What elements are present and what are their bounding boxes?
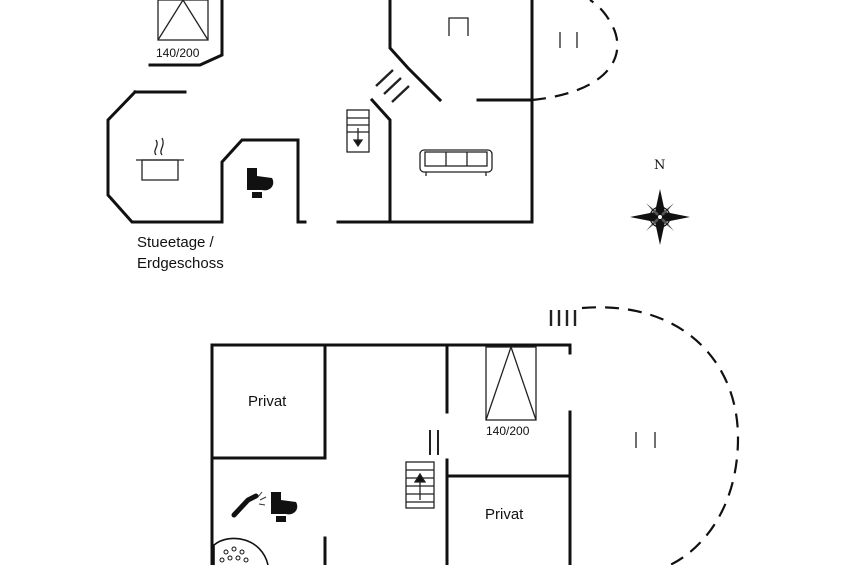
ground-bed-room-wall xyxy=(148,0,224,67)
ground-stair-wall xyxy=(369,97,392,224)
ground-floor-plan xyxy=(106,0,619,224)
shower-icon xyxy=(231,491,267,518)
sofa-icon xyxy=(419,149,493,176)
compass-rose-icon xyxy=(630,189,690,245)
upper-stair-icon xyxy=(405,461,435,509)
ground-terrace-outline xyxy=(531,0,619,102)
upper-outer-wall xyxy=(210,343,572,565)
ground-floor-caption: Stueetage / Erdgeschoss xyxy=(137,232,224,274)
upper-room-private-2-label: Privat xyxy=(485,506,524,523)
ground-toilet-wall xyxy=(220,138,300,224)
ground-bottom-wall-right xyxy=(336,98,534,224)
round-bath-icon xyxy=(213,537,269,565)
ground-upper-room-wall xyxy=(388,0,443,103)
compass-north-label: N xyxy=(654,158,666,173)
upper-balcony-outline xyxy=(581,306,740,565)
ground-bed-icon xyxy=(157,0,209,41)
upper-room-private-1-label: Privat xyxy=(248,393,287,410)
upper-floor-plan xyxy=(210,306,740,565)
ground-toilet-icon xyxy=(247,168,274,198)
upper-bed-icon xyxy=(485,346,537,421)
ground-left-wall xyxy=(106,89,224,224)
cooking-pot-icon xyxy=(136,137,184,181)
ground-floor-caption-line1: Stueetage / xyxy=(137,234,214,251)
ground-cabinet-mark xyxy=(448,17,469,36)
ground-bed-size-label: 140/200 xyxy=(156,46,200,60)
upper-bed-size-label: 140/200 xyxy=(486,424,530,438)
upper-toilet-icon xyxy=(271,492,298,522)
entry-steps xyxy=(375,69,410,103)
balcony-steps xyxy=(549,310,577,326)
ground-floor-caption-line2: Erdgeschoss xyxy=(137,255,224,272)
ground-stair-icon xyxy=(346,109,370,153)
